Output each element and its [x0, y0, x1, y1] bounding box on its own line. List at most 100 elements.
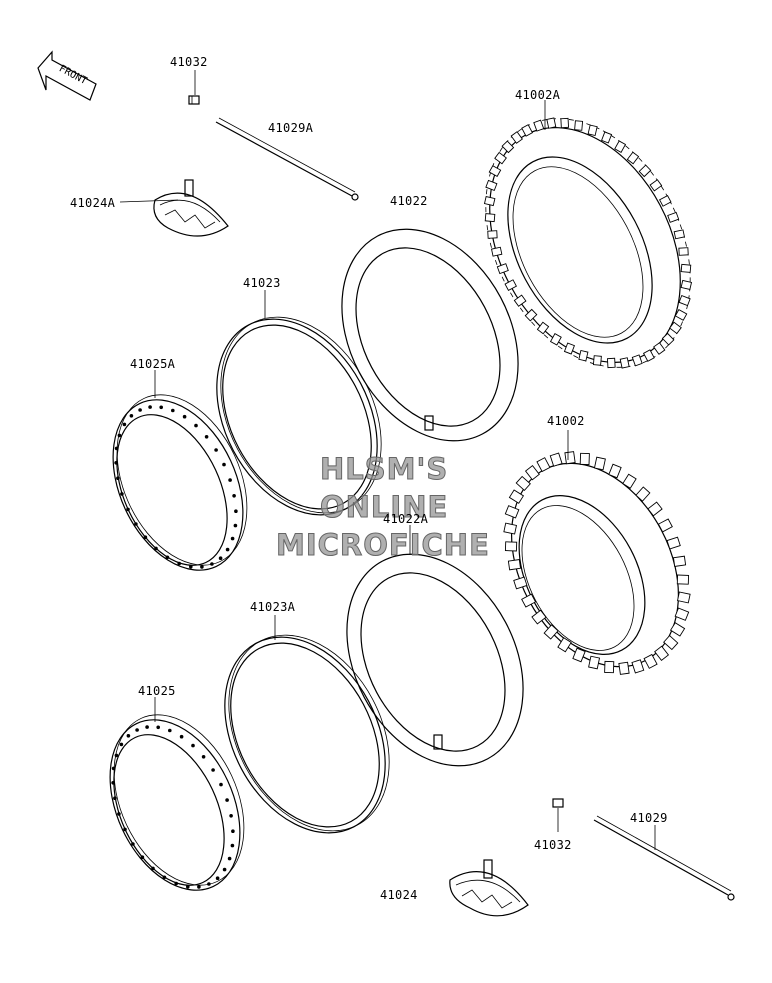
spoke-hole [189, 564, 193, 569]
tread-knob [513, 294, 527, 307]
tread-knob [504, 541, 518, 552]
tread-knob [618, 661, 630, 675]
tread-knob [635, 486, 651, 502]
tread-knob [572, 647, 586, 663]
front-arrow-text: FRONT [57, 63, 89, 87]
part-label-41032-bottom: 41032 [534, 838, 572, 852]
tread-knob [631, 354, 643, 367]
rim-lock-icon [449, 859, 529, 917]
part-label-41025a: 41025A [130, 357, 176, 371]
tread-knob [574, 120, 584, 131]
spoke-hole [194, 423, 198, 428]
spoke-hole [117, 812, 121, 816]
tread-knob [631, 659, 645, 674]
tread-knob [579, 452, 590, 466]
part-label-41024: 41024 [380, 888, 418, 902]
spoke-hole [191, 743, 195, 748]
spoke-hole [204, 435, 209, 439]
spoke-hole [225, 798, 229, 802]
tread-knob [483, 196, 496, 207]
tread-knob [515, 475, 531, 492]
spoke-hole [145, 725, 149, 729]
tread-knob [677, 591, 691, 604]
tread-knob [587, 124, 598, 137]
tread-knob [484, 213, 496, 223]
tread-knob [557, 637, 572, 653]
spoke-hole [233, 523, 238, 528]
tread-knob [521, 124, 534, 137]
spoke-hole [111, 766, 116, 771]
tread-knob [680, 263, 692, 273]
spoke-icon [593, 815, 735, 901]
tread-knob [673, 229, 685, 240]
spoke-hole [230, 843, 235, 848]
watermark-line1: HLSM'S [319, 452, 449, 487]
tread-knob [622, 473, 637, 489]
tread-knob [524, 465, 540, 481]
spoke-hole [218, 556, 223, 560]
spoke-hole [156, 725, 160, 730]
spoke-hole [174, 881, 178, 886]
tread-knob [608, 463, 622, 479]
tread-knob [663, 634, 679, 651]
spoke-hole [214, 448, 218, 452]
tread-knob [654, 645, 670, 661]
tread-knob [521, 593, 537, 608]
rim-icon [109, 714, 245, 891]
tread-knob [504, 279, 517, 291]
spoke-hole [123, 827, 127, 832]
tread-knob [626, 151, 640, 165]
tread-knob [592, 355, 602, 366]
spoke-hole [219, 782, 223, 787]
tread-knob [606, 357, 616, 369]
part-label-41002a: 41002A [515, 88, 561, 102]
tube-icon [341, 228, 519, 442]
spoke-hole [143, 535, 148, 539]
tread-knob [513, 576, 528, 590]
tread-knob [669, 622, 686, 637]
spoke-hole [171, 408, 175, 413]
spoke-nipple-top-icon [188, 70, 200, 105]
spoke-hole [140, 855, 145, 859]
spoke-hole [131, 842, 135, 846]
spoke-hole [113, 796, 117, 800]
spoke-hole [138, 408, 142, 412]
tread-knob [669, 321, 682, 335]
spoke-hole [230, 536, 235, 541]
spoke-hole [215, 876, 220, 880]
spoke-hole [231, 829, 235, 833]
tread-knob [563, 342, 575, 355]
spoke-hole [186, 884, 190, 889]
spoke-hole [129, 414, 134, 418]
tread-knob [536, 457, 551, 473]
part-label-41022a: 41022A [383, 512, 429, 526]
tread-knob [488, 165, 502, 178]
spoke-hole [227, 856, 232, 861]
spoke-hole [122, 422, 127, 427]
part-label-41025: 41025 [138, 684, 176, 698]
tread-knob [667, 211, 680, 223]
spoke-hole [229, 814, 233, 818]
spoke-hole [225, 547, 230, 552]
tread-knob [501, 140, 515, 154]
spoke-hole [126, 734, 131, 738]
spoke-hole [117, 433, 122, 438]
tread-knob [674, 607, 690, 621]
part-label-41022: 41022 [390, 194, 428, 208]
spoke-hole [201, 755, 206, 759]
tire-icon [503, 451, 691, 675]
tread-knob [653, 342, 666, 355]
tread-knob [638, 164, 652, 178]
spoke-hole [114, 446, 119, 451]
tire-a-icon [483, 117, 693, 369]
tread-knob [564, 451, 576, 465]
tube-a-icon [346, 553, 524, 767]
tread-knob [657, 518, 673, 533]
spoke-hole [135, 728, 139, 732]
tread-knob [614, 140, 627, 153]
tread-knob [531, 609, 547, 625]
part-label-41024a: 41024A [70, 196, 116, 210]
spoke-hole [177, 561, 181, 566]
spoke-hole [114, 753, 119, 758]
